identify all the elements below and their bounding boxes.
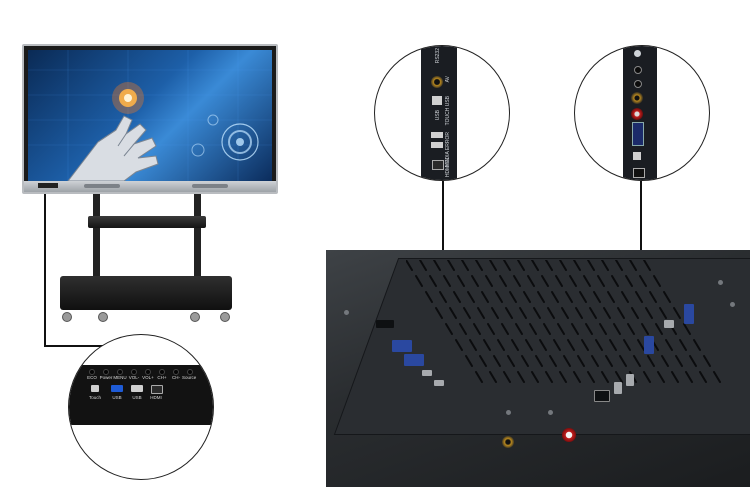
usb-port-icon xyxy=(626,374,634,386)
button-indicator-icon xyxy=(145,369,151,375)
button-label-ch-up: CH+ xyxy=(157,375,167,380)
screw-icon xyxy=(718,280,723,285)
rca-jack-icon xyxy=(631,92,643,104)
button-label-power: Power xyxy=(99,375,113,380)
label-av: AV xyxy=(445,76,451,83)
leader-line-front-horizontal xyxy=(44,345,116,347)
audio-jack-icon xyxy=(634,80,642,88)
wheel-icon xyxy=(190,312,200,322)
stand-base-shelf xyxy=(60,276,232,310)
usb2-port-icon xyxy=(131,385,143,392)
display-bottom-bezel xyxy=(24,181,276,192)
port-label-hdmi: HDMI xyxy=(150,395,162,400)
label-rs232: RS232 xyxy=(435,48,441,64)
touch-usb-port-icon xyxy=(432,96,442,105)
usb3-port-icon xyxy=(111,385,123,392)
button-label-eco: ECO xyxy=(87,375,97,380)
button-indicator-icon xyxy=(103,369,109,375)
wheel-icon xyxy=(98,312,108,322)
front-panel-zoom-circle: ECO Power MENU VOL- VOL+ CH+ CH- Source … xyxy=(68,334,214,480)
button-indicator-icon xyxy=(173,369,179,375)
usb-port-icon xyxy=(431,142,443,148)
stand-middle-shelf xyxy=(88,216,206,228)
screw-icon xyxy=(634,50,641,57)
rear-panel-photo xyxy=(326,250,750,487)
usb-port-icon xyxy=(422,370,432,376)
front-control-panel: ECO Power MENU VOL- VOL+ CH+ CH- Source … xyxy=(69,365,213,425)
screw-icon xyxy=(506,410,511,415)
rear-panel-zoom-circle-left: RS232 AV TOUCH USB USB MEDIA ERROR HDMI … xyxy=(374,45,510,181)
touch-usb-b-port-icon xyxy=(91,385,99,392)
port-label-usb-3: USB xyxy=(112,395,122,400)
screw-icon xyxy=(730,302,735,307)
wheel-icon xyxy=(62,312,72,322)
rj45-port-icon xyxy=(633,168,645,178)
hdmi-port-icon xyxy=(594,390,610,402)
vga-port-icon xyxy=(404,354,424,366)
button-indicator-icon xyxy=(159,369,165,375)
rear-io-strip-left: RS232 AV TOUCH USB USB MEDIA ERROR HDMI … xyxy=(421,46,457,180)
button-indicator-icon xyxy=(131,369,137,375)
vga-port-icon xyxy=(684,304,694,324)
usb-port-icon xyxy=(434,380,444,386)
audio-jack-icon xyxy=(634,66,642,74)
label-hdmi-in: HDMI IN xyxy=(445,158,451,178)
screw-icon xyxy=(344,310,349,315)
usb-port-icon xyxy=(431,132,443,138)
wheel-icon xyxy=(220,312,230,322)
button-label-menu: MENU xyxy=(113,375,127,380)
leader-line-front-vertical xyxy=(44,194,46,346)
rj45-port-icon xyxy=(376,320,394,328)
ventilation-slots xyxy=(406,260,721,383)
power-jack-icon xyxy=(502,436,514,448)
rca-red-jack-icon xyxy=(562,428,576,442)
speaker-grille-right xyxy=(192,184,228,188)
stand-pole-right xyxy=(194,194,201,304)
label-touch-usb: TOUCH USB xyxy=(445,96,451,126)
hdmi-in-port-icon xyxy=(432,160,444,170)
button-label-source: Source xyxy=(182,375,197,380)
rca-red-jack-icon xyxy=(631,108,643,120)
front-port-strip xyxy=(38,183,58,188)
label-usb: USB xyxy=(435,110,441,121)
hdmi-port-icon xyxy=(151,385,163,394)
speaker-grille-left xyxy=(84,184,120,188)
button-indicator-icon xyxy=(117,369,123,375)
rear-io-strip-right xyxy=(623,46,657,180)
av-jack-icon xyxy=(431,76,443,88)
rear-panel-zoom-circle-right xyxy=(574,45,710,181)
screw-icon xyxy=(548,410,553,415)
display-screen xyxy=(28,50,272,181)
vga-port-icon xyxy=(644,336,654,354)
vga-port-icon xyxy=(632,122,644,146)
vga-port-icon xyxy=(392,340,412,352)
button-indicator-icon xyxy=(89,369,95,375)
button-indicator-icon xyxy=(187,369,193,375)
usb-b-port-icon xyxy=(633,152,641,160)
usb-port-icon xyxy=(614,382,622,394)
port-label-touch: Touch xyxy=(88,395,101,400)
button-label-vol-up: VOL+ xyxy=(142,375,154,380)
port-label-usb-2: USB xyxy=(132,395,142,400)
robot-hand-wallpaper-image xyxy=(28,50,272,181)
interactive-display xyxy=(22,44,278,194)
button-label-vol-down: VOL- xyxy=(128,375,140,380)
usb-b-port-icon xyxy=(664,320,674,328)
stand-pole-left xyxy=(93,194,100,304)
button-label-ch-down: CH- xyxy=(172,375,180,380)
